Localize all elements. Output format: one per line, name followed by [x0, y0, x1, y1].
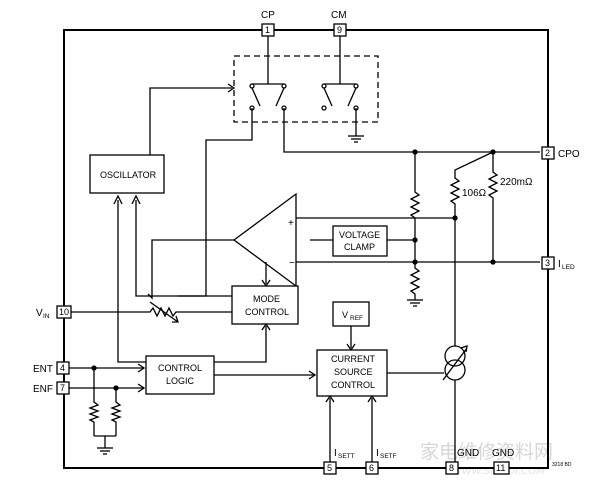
pin-enf: 7 ENF — [33, 381, 70, 395]
svg-text:8: 8 — [449, 463, 454, 473]
resistor-106-path — [449, 151, 494, 346]
logic-mode-arrow — [261, 322, 271, 331]
osc-arrow — [227, 83, 236, 93]
vref-label: V — [342, 310, 348, 320]
mode-control-line2: CONTROL — [245, 307, 289, 317]
current-source-symbol — [442, 345, 468, 381]
divider-resistor-top — [409, 152, 421, 262]
csc-line3: CONTROL — [331, 380, 375, 390]
amp-minus: − — [289, 258, 295, 269]
figure-code: 3218 BD — [552, 462, 572, 468]
svg-text:ENT: ENT — [33, 364, 53, 375]
cpo-rail — [283, 108, 540, 153]
svg-text:I: I — [558, 259, 561, 270]
osc-to-switch-wire — [149, 87, 232, 155]
enf-pulldown-resistor — [110, 388, 122, 436]
svg-text:CPO: CPO — [558, 149, 580, 160]
voltage-clamp-line1: VOLTAGE — [339, 230, 380, 240]
svg-text:GND: GND — [457, 448, 479, 459]
mode-control-line1: MODE — [253, 294, 280, 304]
logic-to-osc-wire — [117, 200, 146, 363]
svg-text:I: I — [334, 448, 337, 459]
isetf-arrow — [367, 394, 377, 403]
control-logic-line2: LOGIC — [166, 376, 195, 386]
pin-ent: 4 ENT — [33, 361, 70, 375]
oscillator-block: OSCILLATOR — [89, 154, 165, 194]
svg-text:7: 7 — [60, 383, 65, 393]
mode-osc-arrow — [131, 194, 141, 205]
chip-outline — [63, 29, 549, 469]
logic-osc-arrow — [113, 194, 123, 205]
pin-cp: 1 CP — [261, 10, 275, 37]
mode-to-osc-wire — [135, 200, 232, 297]
svg-text:SETF: SETF — [380, 453, 397, 460]
svg-text:V: V — [36, 308, 43, 319]
vin-wire — [71, 306, 232, 318]
charge-pump-switches — [233, 36, 379, 143]
svg-text:6: 6 — [369, 463, 374, 473]
vref-block: V REF — [332, 301, 370, 327]
pin-iled: 3 I LED — [541, 256, 575, 271]
svg-text:9: 9 — [337, 25, 342, 35]
watermark-text: 家电维修资料网 — [420, 441, 553, 463]
pin-cpo: 2 CPO — [541, 146, 580, 160]
isett-arrow — [325, 394, 335, 403]
logic-csc-arrow — [308, 370, 317, 380]
voltage-clamp-line2: CLAMP — [344, 242, 375, 252]
error-amplifier: + − — [232, 192, 297, 288]
vin-switch-wire — [178, 108, 253, 297]
current-source-control-block: CURRENT SOURCE CONTROL — [316, 349, 388, 397]
svg-text:CM: CM — [331, 10, 347, 21]
svg-text:3: 3 — [545, 258, 550, 268]
csc-line1: CURRENT — [331, 354, 376, 364]
variable-resistor-arrow — [149, 301, 179, 323]
control-logic-line1: CONTROL — [158, 363, 202, 373]
svg-text:10: 10 — [59, 307, 69, 317]
pin-gnd-11: 11 GND — [492, 448, 514, 475]
svg-text:CP: CP — [261, 10, 275, 21]
svg-text:SETT: SETT — [338, 453, 355, 460]
ent-pulldown-resistor — [88, 368, 100, 436]
vref-sub: REF — [350, 315, 363, 322]
resistor-220-label: 220mΩ — [500, 177, 533, 188]
pin-isett: 5 I SETT — [323, 448, 355, 475]
mode-control-block: MODE CONTROL — [231, 285, 299, 325]
csc-line2: SOURCE — [334, 367, 373, 377]
svg-text:I: I — [376, 448, 379, 459]
amp-output-wire — [147, 239, 234, 300]
svg-text:ENF: ENF — [33, 384, 53, 395]
logic-to-mode-wire — [214, 326, 267, 363]
divider-resistor-bottom — [409, 262, 421, 300]
svg-text:11: 11 — [496, 463, 505, 473]
svg-text:2: 2 — [545, 148, 550, 158]
oscillator-label: OSCILLATOR — [100, 170, 157, 180]
svg-text:GND: GND — [492, 448, 514, 459]
resistor-220-path — [487, 152, 499, 262]
svg-text:1: 1 — [265, 25, 270, 35]
resistor-106-label: 106Ω — [462, 188, 487, 199]
ent-arrow — [137, 363, 146, 373]
pin-isetf: 6 I SETF — [365, 448, 397, 475]
pin-vin: 10 V IN — [36, 305, 72, 320]
voltage-clamp-block: VOLTAGE CLAMP — [332, 225, 388, 257]
svg-text:LED: LED — [562, 264, 575, 271]
svg-text:5: 5 — [327, 463, 332, 473]
svg-text:4: 4 — [60, 363, 65, 373]
pin-gnd-8: 8 GND — [445, 448, 479, 475]
pin-cm: 9 CM — [331, 10, 347, 37]
control-logic-block: CONTROL LOGIC — [145, 355, 215, 395]
enf-arrow — [137, 383, 146, 393]
svg-text:IN: IN — [43, 313, 50, 320]
variable-resistor-arrowhead — [172, 315, 179, 323]
amp-plus: + — [288, 218, 294, 229]
